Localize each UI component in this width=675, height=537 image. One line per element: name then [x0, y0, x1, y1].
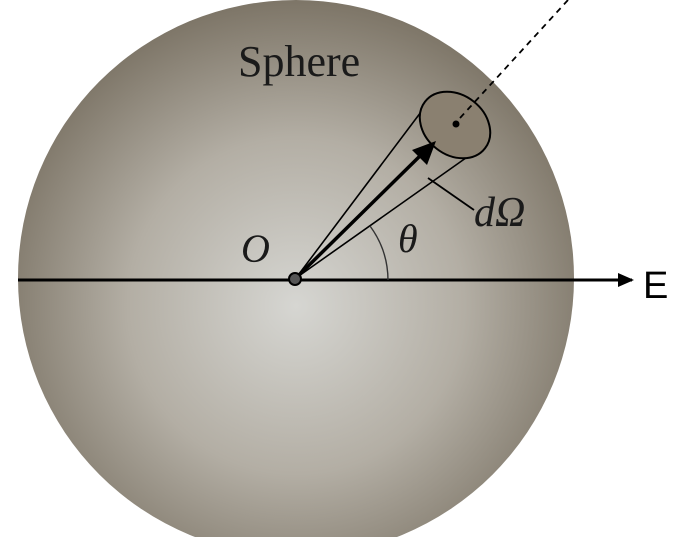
field-axis-arrowhead [618, 273, 634, 287]
sphere-label: Sphere [238, 37, 360, 86]
cone-cap-center-dot [452, 120, 460, 128]
origin-label: O [241, 226, 270, 271]
angle-label: θ [398, 216, 418, 261]
field-label: E [643, 265, 668, 307]
direction-arrowhead [412, 141, 436, 165]
solid-angle-leader [427, 177, 475, 211]
direction-arrow [294, 150, 426, 280]
dashed-ray [459, 0, 569, 119]
cone-side-lower [295, 147, 481, 279]
angle-arc [369, 225, 389, 281]
origin-marker [288, 272, 302, 286]
solid-angle-label: dΩ [474, 190, 525, 236]
cone-side-upper [295, 99, 431, 279]
